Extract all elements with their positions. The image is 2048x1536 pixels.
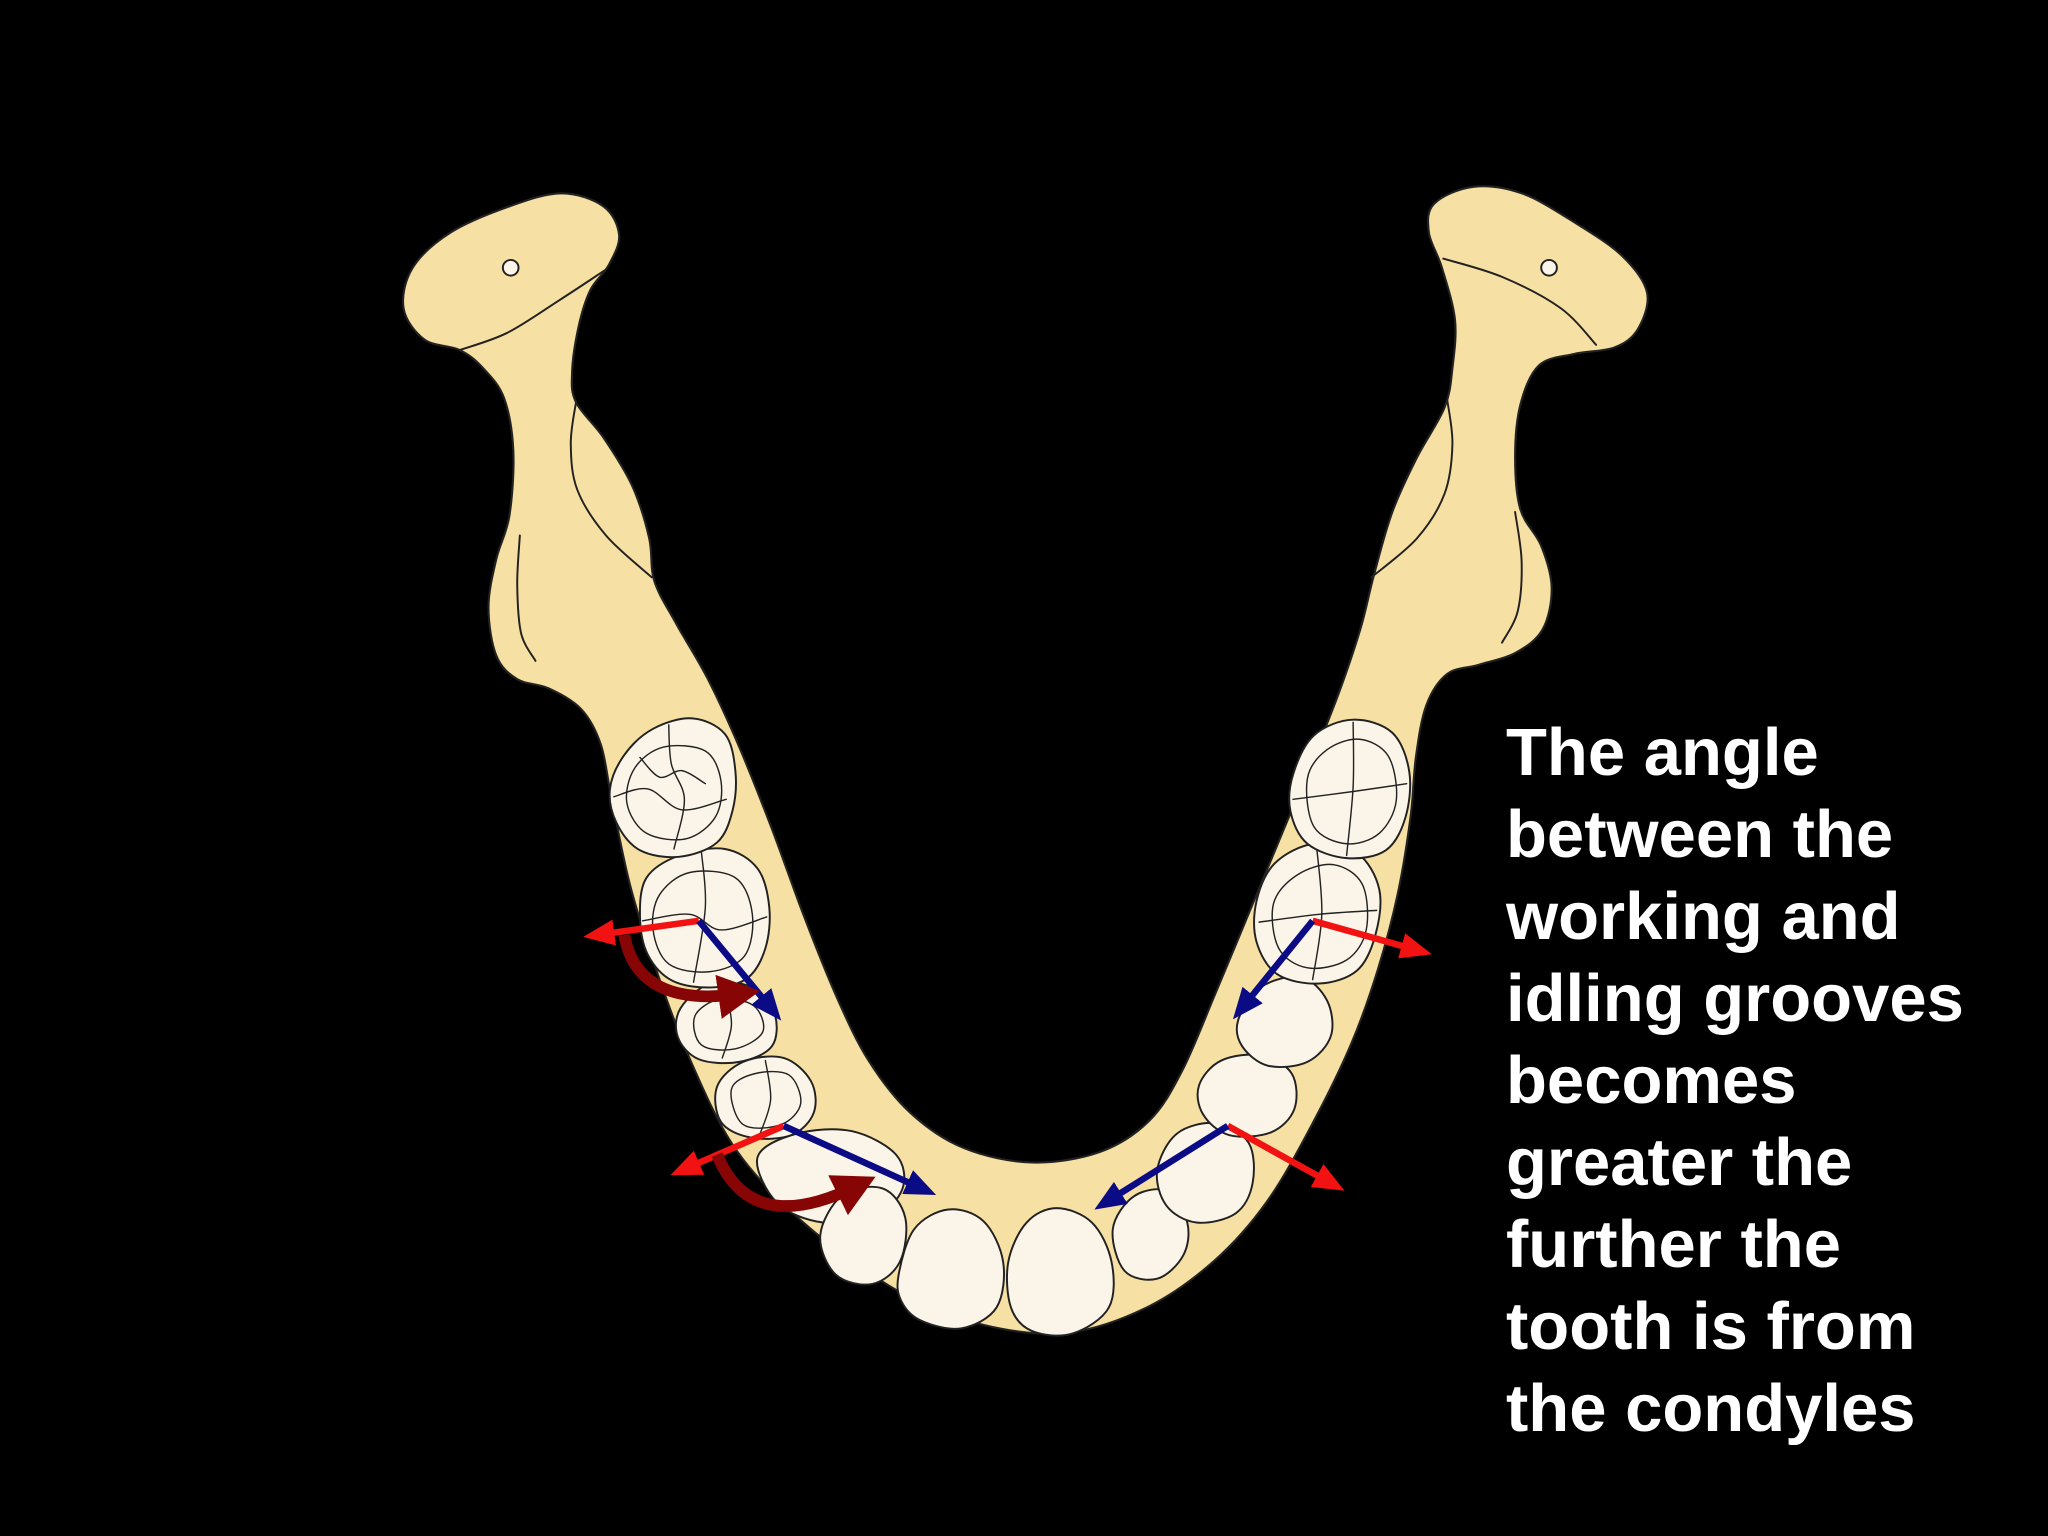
caption-line: working and bbox=[1506, 879, 1901, 954]
left-coronoid-line bbox=[569, 401, 653, 579]
tooth-groove-line bbox=[613, 787, 727, 811]
tooth bbox=[1005, 1207, 1115, 1337]
tooth bbox=[1288, 718, 1412, 860]
left-molar-arrows bbox=[583, 917, 782, 1021]
groove-arrows bbox=[583, 917, 1432, 1216]
right-molar-second bbox=[1288, 718, 1412, 860]
tooth-groove-line bbox=[1292, 782, 1408, 801]
tooth bbox=[896, 1208, 1005, 1330]
curved-arrow bbox=[618, 933, 760, 1019]
right-coronoid-line bbox=[1370, 398, 1454, 579]
tooth-groove-line bbox=[692, 850, 707, 983]
blue-arrow bbox=[1094, 1123, 1230, 1210]
left-angle-line bbox=[516, 534, 537, 662]
caption: The angle between the working and idling… bbox=[1506, 712, 1964, 1450]
tooth bbox=[1196, 1053, 1298, 1138]
tooth bbox=[1253, 842, 1382, 985]
tooth-groove-line bbox=[1345, 721, 1355, 857]
tooth-groove-line bbox=[641, 913, 768, 931]
mandible-bone bbox=[402, 185, 1649, 1335]
tooth-groove-line bbox=[759, 1059, 772, 1135]
red-arrow bbox=[1311, 917, 1432, 959]
left-molar-second bbox=[608, 717, 737, 859]
caption-line: tooth is from bbox=[1506, 1289, 1916, 1364]
right-molar-first bbox=[1253, 842, 1382, 985]
tooth-groove-line bbox=[1258, 909, 1378, 923]
mandible bbox=[402, 185, 1649, 1335]
red-arrow bbox=[670, 1122, 785, 1176]
tooth bbox=[1155, 1121, 1255, 1224]
left-premolar-lower bbox=[714, 1055, 817, 1140]
left-condyle-hole bbox=[501, 258, 520, 277]
red-arrow bbox=[1226, 1123, 1345, 1191]
left-molar-first bbox=[638, 847, 771, 989]
left-premolar-arrows bbox=[670, 1122, 937, 1216]
red-arrow bbox=[583, 917, 700, 946]
caption-line: idling grooves bbox=[1506, 961, 1964, 1036]
right-angle-line bbox=[1501, 511, 1523, 644]
tooth-groove-line bbox=[651, 870, 754, 973]
tooth-groove-line bbox=[730, 1070, 802, 1129]
blue-arrow bbox=[782, 1122, 937, 1196]
tooth bbox=[1111, 1188, 1190, 1281]
left-condyle-neck-line bbox=[458, 269, 606, 352]
caption-line: The angle bbox=[1506, 715, 1819, 790]
blue-arrow bbox=[696, 918, 782, 1021]
caption-line: between the bbox=[1506, 797, 1894, 872]
curved-arrow bbox=[711, 1152, 876, 1216]
tooth-groove-line bbox=[1305, 738, 1398, 845]
caption-line: the condyles bbox=[1506, 1371, 1916, 1446]
caption-line: becomes bbox=[1506, 1043, 1797, 1118]
caption-line: greater the bbox=[1506, 1125, 1853, 1200]
tooth bbox=[608, 717, 737, 859]
right-premolar-arrows bbox=[1094, 1123, 1345, 1210]
right-molar-arrows bbox=[1232, 917, 1432, 1020]
tooth-groove-line bbox=[639, 756, 707, 785]
blue-arrow bbox=[1232, 918, 1316, 1020]
right-condyle-neck-line bbox=[1442, 257, 1598, 346]
tooth-groove-line bbox=[625, 744, 723, 841]
right-condyle-hole bbox=[1540, 258, 1558, 277]
tooth-groove-line bbox=[668, 724, 686, 850]
caption-line: further the bbox=[1506, 1207, 1841, 1282]
